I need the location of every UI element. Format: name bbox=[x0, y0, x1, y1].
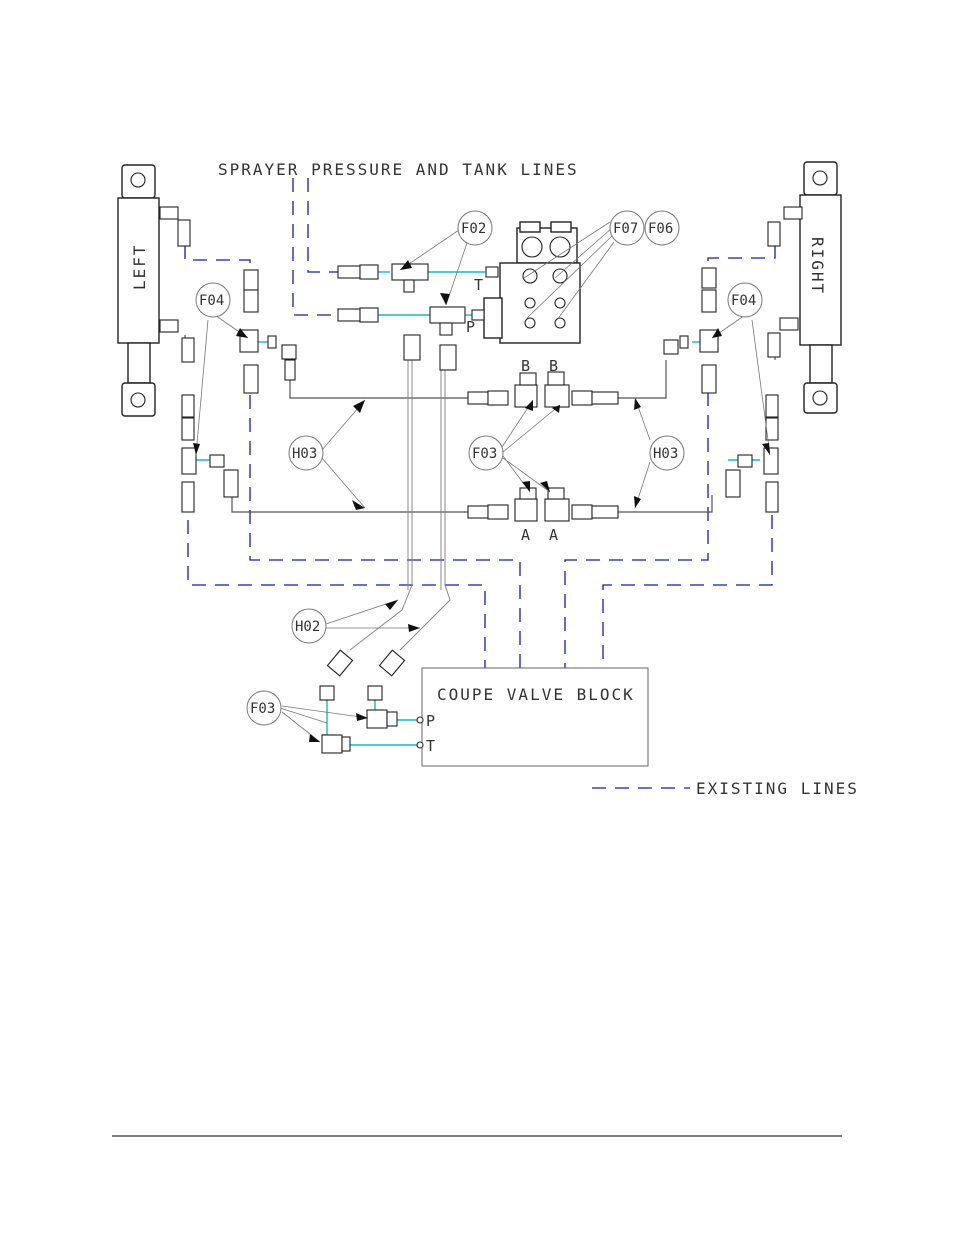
coupe-valve-block: COUPE VALVE BLOCK P T bbox=[417, 668, 648, 766]
legend-label: EXISTING LINES bbox=[696, 779, 859, 798]
tag-h03-left: H03 bbox=[292, 446, 317, 462]
tag-h02: H02 bbox=[295, 619, 320, 635]
tag-f04-left: F04 bbox=[199, 293, 224, 309]
port-p-top: P bbox=[466, 318, 475, 336]
top-title: SPRAYER PRESSURE AND TANK LINES bbox=[218, 160, 579, 179]
tag-h03-right: H03 bbox=[653, 446, 678, 462]
tag-f03-center: F03 bbox=[472, 446, 497, 462]
tag-f04-right: F04 bbox=[731, 293, 756, 309]
leader-lines bbox=[196, 222, 770, 742]
tag-f06: F06 bbox=[648, 221, 673, 237]
left-label: LEFT bbox=[130, 243, 149, 290]
left-cylinder: LEFT bbox=[118, 165, 159, 416]
port-b-2: B bbox=[549, 357, 558, 375]
right-label: RIGHT bbox=[808, 237, 827, 295]
tag-f07: F07 bbox=[613, 221, 638, 237]
tag-f03-bottom: F03 bbox=[250, 701, 275, 717]
port-a-2: A bbox=[549, 526, 558, 544]
tag-f02: F02 bbox=[461, 221, 486, 237]
port-a-1: A bbox=[521, 526, 530, 544]
hoses bbox=[185, 335, 775, 650]
port-t-top: T bbox=[474, 276, 483, 294]
port-t-block: T bbox=[426, 737, 435, 755]
right-cylinder: RIGHT bbox=[800, 162, 841, 413]
port-p-block: P bbox=[426, 712, 435, 730]
port-b-1: B bbox=[521, 357, 530, 375]
valve-block-label: COUPE VALVE BLOCK bbox=[437, 685, 635, 704]
